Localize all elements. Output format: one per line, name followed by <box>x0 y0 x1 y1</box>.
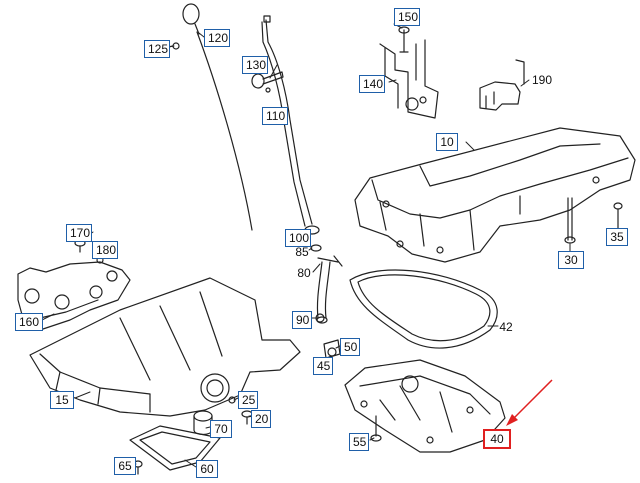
callout-70: 70 <box>210 420 232 438</box>
callout-65: 65 <box>114 457 136 475</box>
callout-45: 45 <box>313 357 333 375</box>
seal-45 <box>327 347 337 357</box>
callout-40: 40 <box>483 429 511 449</box>
lower-oil-pan <box>344 359 506 453</box>
callout-80: 80 <box>297 266 311 280</box>
callout-150: 150 <box>394 8 420 26</box>
callout-140: 140 <box>359 75 385 93</box>
bolt-30 <box>564 197 576 244</box>
bracket-190 <box>479 59 525 111</box>
callout-15: 15 <box>50 391 74 409</box>
callout-25: 25 <box>238 391 258 409</box>
dipstick-guide-tube <box>261 15 320 235</box>
bolt-130 <box>251 71 284 93</box>
highlight-arrow <box>506 379 553 426</box>
callout-50: 50 <box>340 338 360 356</box>
callout-130: 130 <box>242 56 268 74</box>
callout-30: 30 <box>558 251 584 269</box>
callout-180: 180 <box>92 241 118 259</box>
bracket-140 <box>379 39 439 119</box>
callout-55: 55 <box>349 433 369 451</box>
plug-50 <box>323 339 341 359</box>
dipstick <box>182 3 253 231</box>
bolt-55 <box>370 415 382 442</box>
cover-60 <box>129 425 221 471</box>
bolt-150 <box>398 26 410 53</box>
callout-10: 10 <box>436 133 458 151</box>
callout-60: 60 <box>196 460 218 478</box>
callout-35: 35 <box>606 228 628 246</box>
callout-170: 170 <box>66 224 92 242</box>
callout-42: 42 <box>499 320 513 334</box>
callout-190: 190 <box>532 73 553 87</box>
oil-pan-15 <box>29 277 301 417</box>
callout-85: 85 <box>295 245 309 259</box>
callout-90: 90 <box>292 311 312 329</box>
bolt-35 <box>613 202 623 229</box>
callout-125: 125 <box>144 40 170 58</box>
callout-160: 160 <box>15 313 43 331</box>
callout-110: 110 <box>262 107 288 125</box>
seal-85 <box>310 244 322 252</box>
callout-100: 100 <box>285 229 311 247</box>
callout-120: 120 <box>204 29 230 47</box>
upper-oil-pan <box>354 127 636 263</box>
oil-tube-80 <box>316 255 343 324</box>
callout-20: 20 <box>251 410 271 428</box>
gasket-42 <box>349 269 498 349</box>
